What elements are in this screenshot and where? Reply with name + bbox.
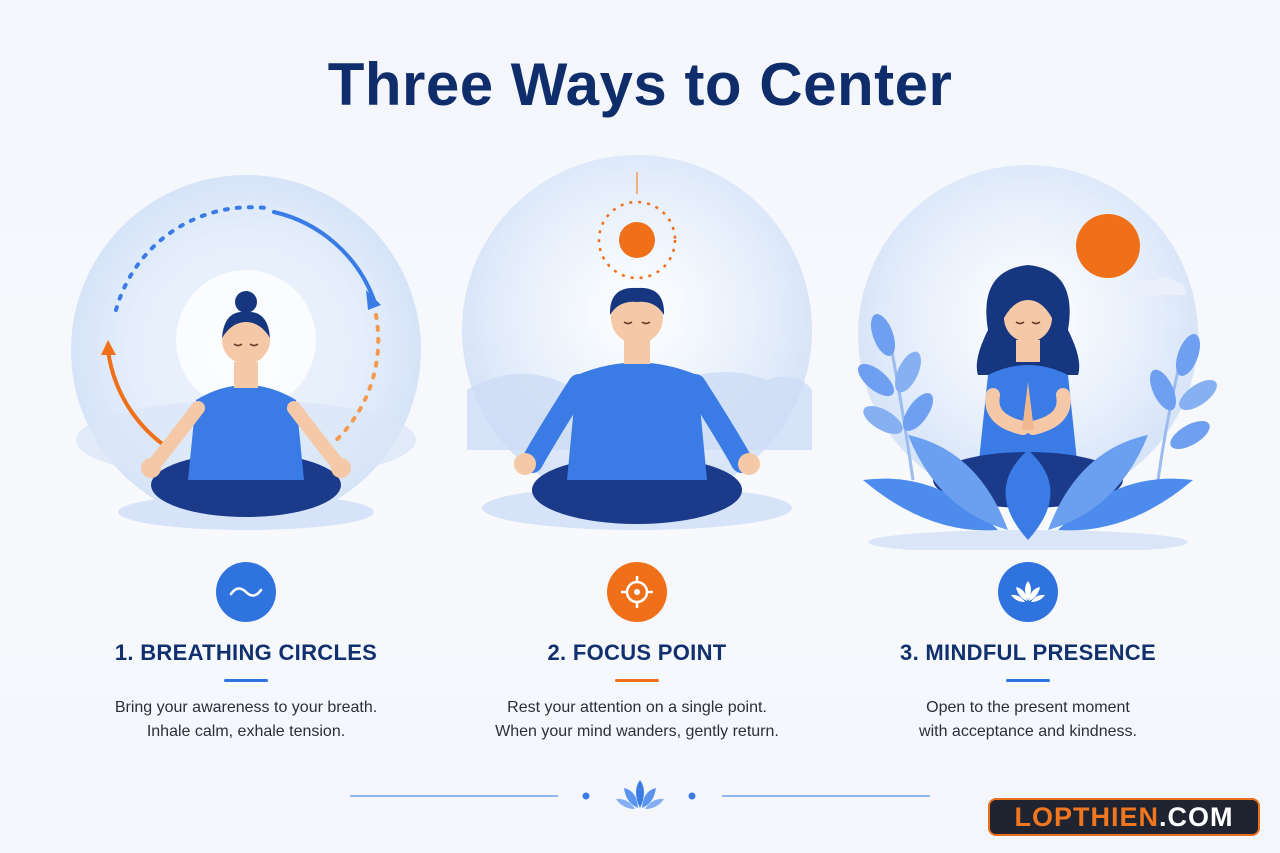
mindful-underline	[1006, 679, 1050, 682]
panel-mindful-presence: 3. MINDFUL PRESENCE Open to the present …	[828, 150, 1228, 770]
breathing-description: Bring your awareness to your breath. Inh…	[46, 696, 446, 744]
focus-desc-line-2: When your mind wanders, gently return.	[495, 723, 779, 740]
target-icon	[621, 576, 653, 608]
footer-dot-right	[688, 792, 696, 800]
focus-badge	[607, 562, 667, 622]
mindful-badge	[998, 562, 1058, 622]
page-title: Three Ways to Center	[327, 51, 953, 118]
footer-divider-right	[722, 795, 930, 797]
focus-description: Rest your attention on a single point. W…	[437, 696, 837, 744]
brand-part-2: .COM	[1159, 801, 1234, 832]
focus-desc-line-1: Rest your attention on a single point.	[507, 699, 767, 716]
focus-heading: 2. FOCUS POINT	[547, 640, 727, 665]
mindful-desc-line-2: with acceptance and kindness.	[919, 723, 1137, 740]
panel-focus-point: 2. FOCUS POINT Rest your attention on a …	[437, 150, 837, 770]
brand-logo: LOPTHIEN.COM	[988, 798, 1260, 836]
footer-divider-left	[350, 795, 558, 797]
wave-icon	[229, 587, 263, 597]
breathing-desc-line-1: Bring your awareness to your breath.	[114, 699, 378, 716]
breathing-illustration	[71, 175, 421, 530]
mindful-heading: 3. MINDFUL PRESENCE	[900, 640, 1156, 665]
mindful-description: Open to the present moment with acceptan…	[828, 696, 1228, 744]
brand-part-1: LOPTHIEN	[1014, 801, 1159, 832]
mindful-illustration	[857, 165, 1217, 550]
focus-underline	[615, 679, 659, 682]
breathing-underline	[224, 679, 268, 682]
focus-illustration	[462, 155, 812, 530]
footer-lotus-icon	[616, 780, 664, 809]
mindful-desc-line-1: Open to the present moment	[926, 699, 1130, 716]
footer-dot-left	[582, 792, 590, 800]
breathing-badge	[216, 562, 276, 622]
lotus-icon	[1011, 581, 1045, 602]
panel-breathing-circles: 1. BREATHING CIRCLES Bring your awarenes…	[46, 150, 446, 770]
breathing-desc-line-2: Inhale calm, exhale tension.	[146, 723, 346, 740]
breathing-heading: 1. BREATHING CIRCLES	[114, 640, 378, 665]
